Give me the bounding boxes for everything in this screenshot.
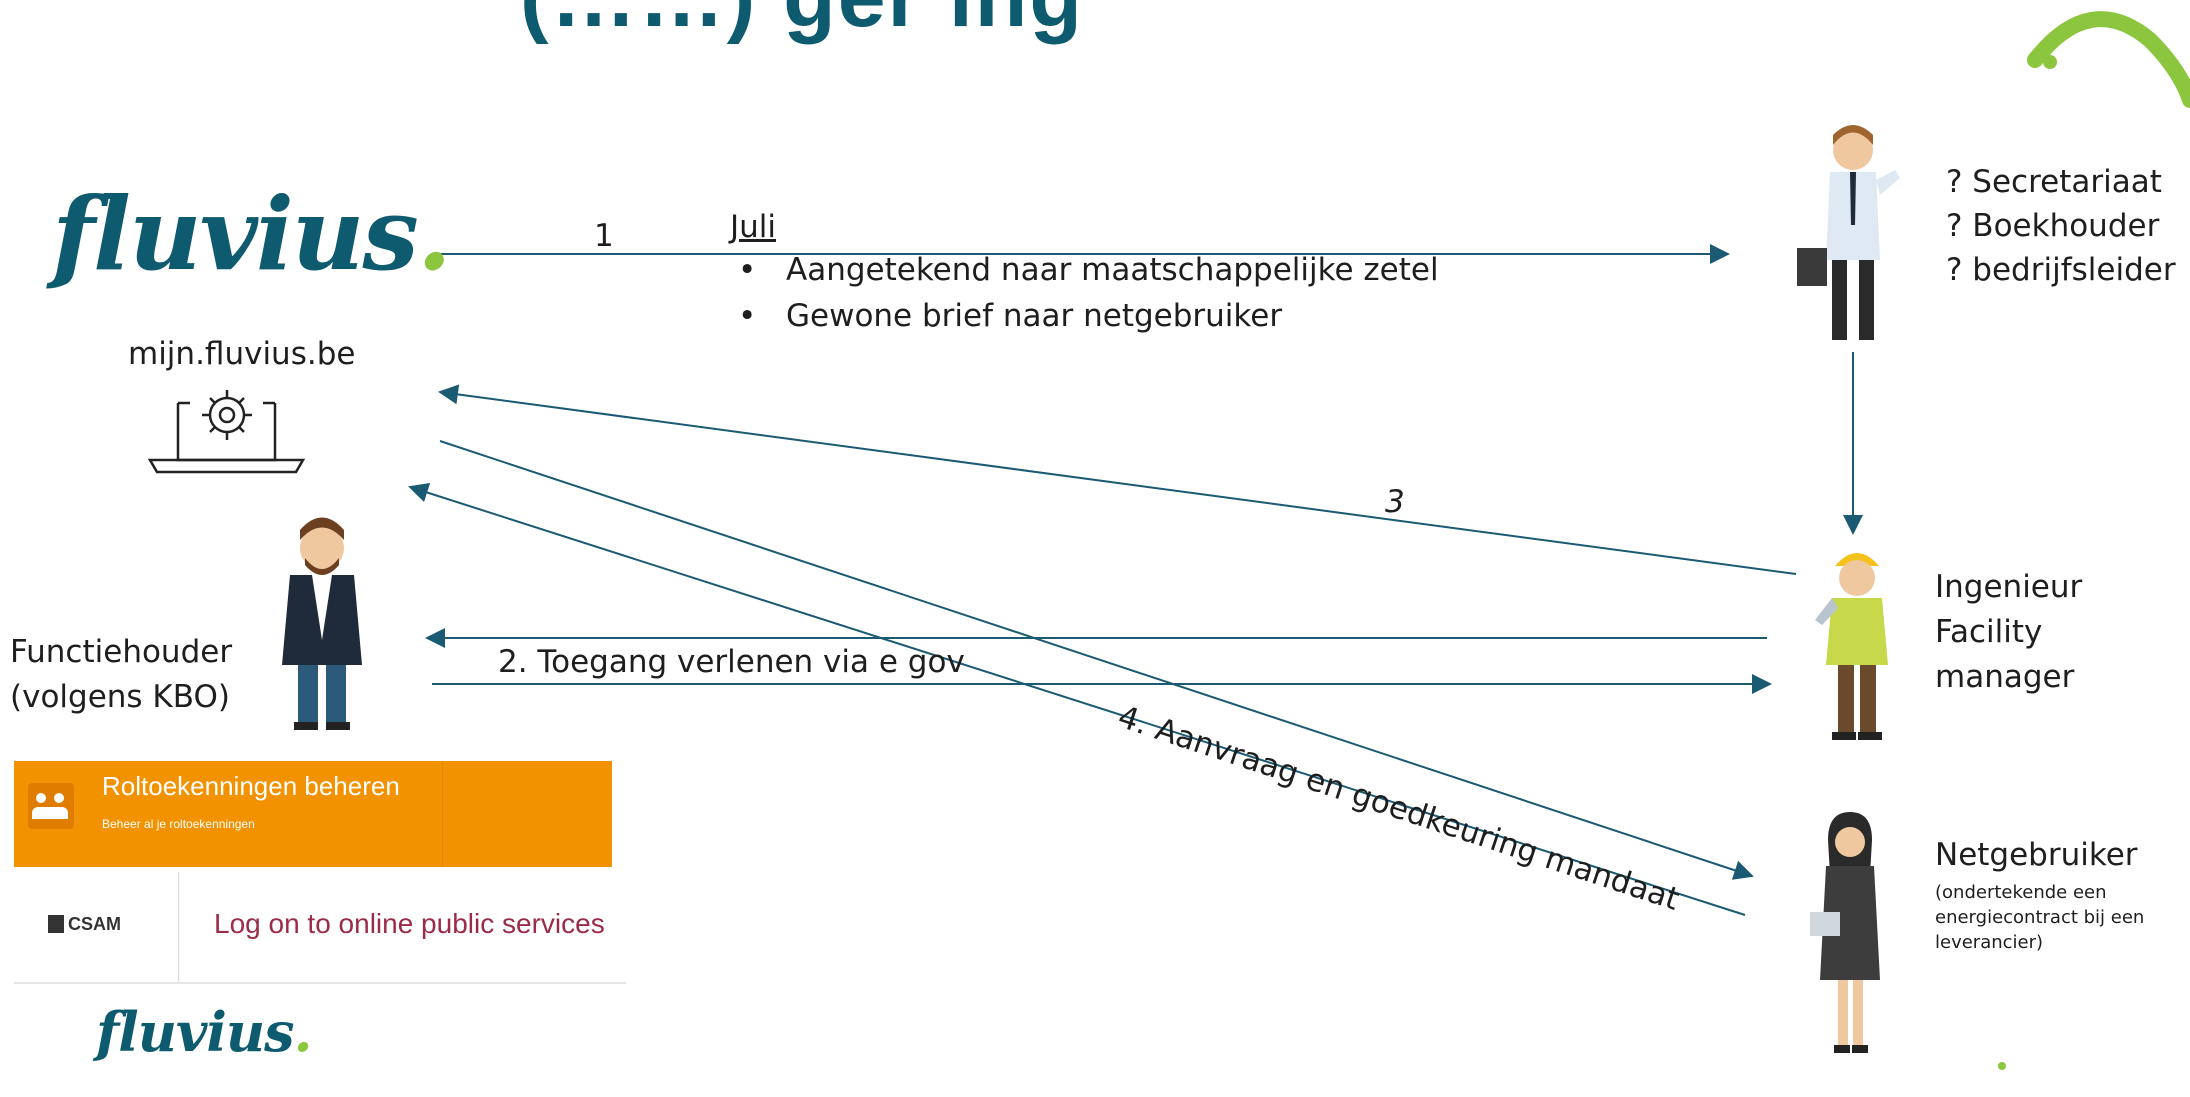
netgebruiker-sub-3: leverancier) xyxy=(1935,932,2044,953)
fluvius-logo-bottom: fluvius. xyxy=(96,1000,312,1064)
netgebruiker-sub-1: (ondertekende een xyxy=(1935,882,2107,903)
bullet-1: •Aangetekend naar maatschappelijke zetel xyxy=(738,252,1439,288)
csam-row[interactable]: CSAM Log on to online public services xyxy=(14,872,626,984)
page-title-fragment: (……) ger ing xyxy=(520,0,1084,47)
netgebruiker-sub-2: energiecontract bij een xyxy=(1935,907,2145,928)
arrow-4-forward xyxy=(439,440,1754,880)
card-divider xyxy=(442,761,443,867)
roltoekenningen-title: Roltoekenningen beheren xyxy=(102,771,400,801)
csam-link[interactable]: Log on to online public services xyxy=(214,908,605,939)
green-dot-decoration xyxy=(2043,55,2057,69)
roltoekenningen-card[interactable]: Roltoekenningen beheren Beheer al je rol… xyxy=(14,761,612,867)
arrow-3-label: 3 xyxy=(1385,484,1405,520)
arrow-1-label: 1 xyxy=(594,218,614,254)
green-dot-small xyxy=(1998,1062,2006,1070)
green-arc-decoration xyxy=(2027,11,2190,108)
role-secretariaat: ? Secretariaat xyxy=(1946,164,2162,200)
bullet-2: •Gewone brief naar netgebruiker xyxy=(738,298,1283,334)
arrow-4-back xyxy=(408,482,1746,916)
csam-logo: CSAM xyxy=(48,914,121,935)
users-icon xyxy=(28,783,74,829)
netgebruiker-label: Netgebruiker xyxy=(1935,837,2138,873)
csam-divider xyxy=(178,872,179,982)
arrow-3 xyxy=(438,384,1797,575)
month-label: Juli xyxy=(730,209,777,245)
site-label: mijn.fluvius.be xyxy=(128,336,356,372)
facility-manager-label: Facility manager xyxy=(1935,614,2075,695)
role-boekhouder: ? Boekhouder xyxy=(1946,208,2160,244)
kbo-label: (volgens KBO) xyxy=(10,679,230,715)
role-bedrijfsleider: ? bedrijfsleider xyxy=(1946,252,2176,288)
roltoekenningen-subtitle: Beheer al je roltoekenningen xyxy=(102,817,255,831)
arrow-2-label: 2. Toegang verlenen via e gov xyxy=(498,644,965,680)
fluvius-logo: fluvius. xyxy=(52,175,452,293)
functiehouder-label: Functiehouder xyxy=(10,634,233,670)
ingenieur-label: Ingenieur xyxy=(1935,569,2083,605)
